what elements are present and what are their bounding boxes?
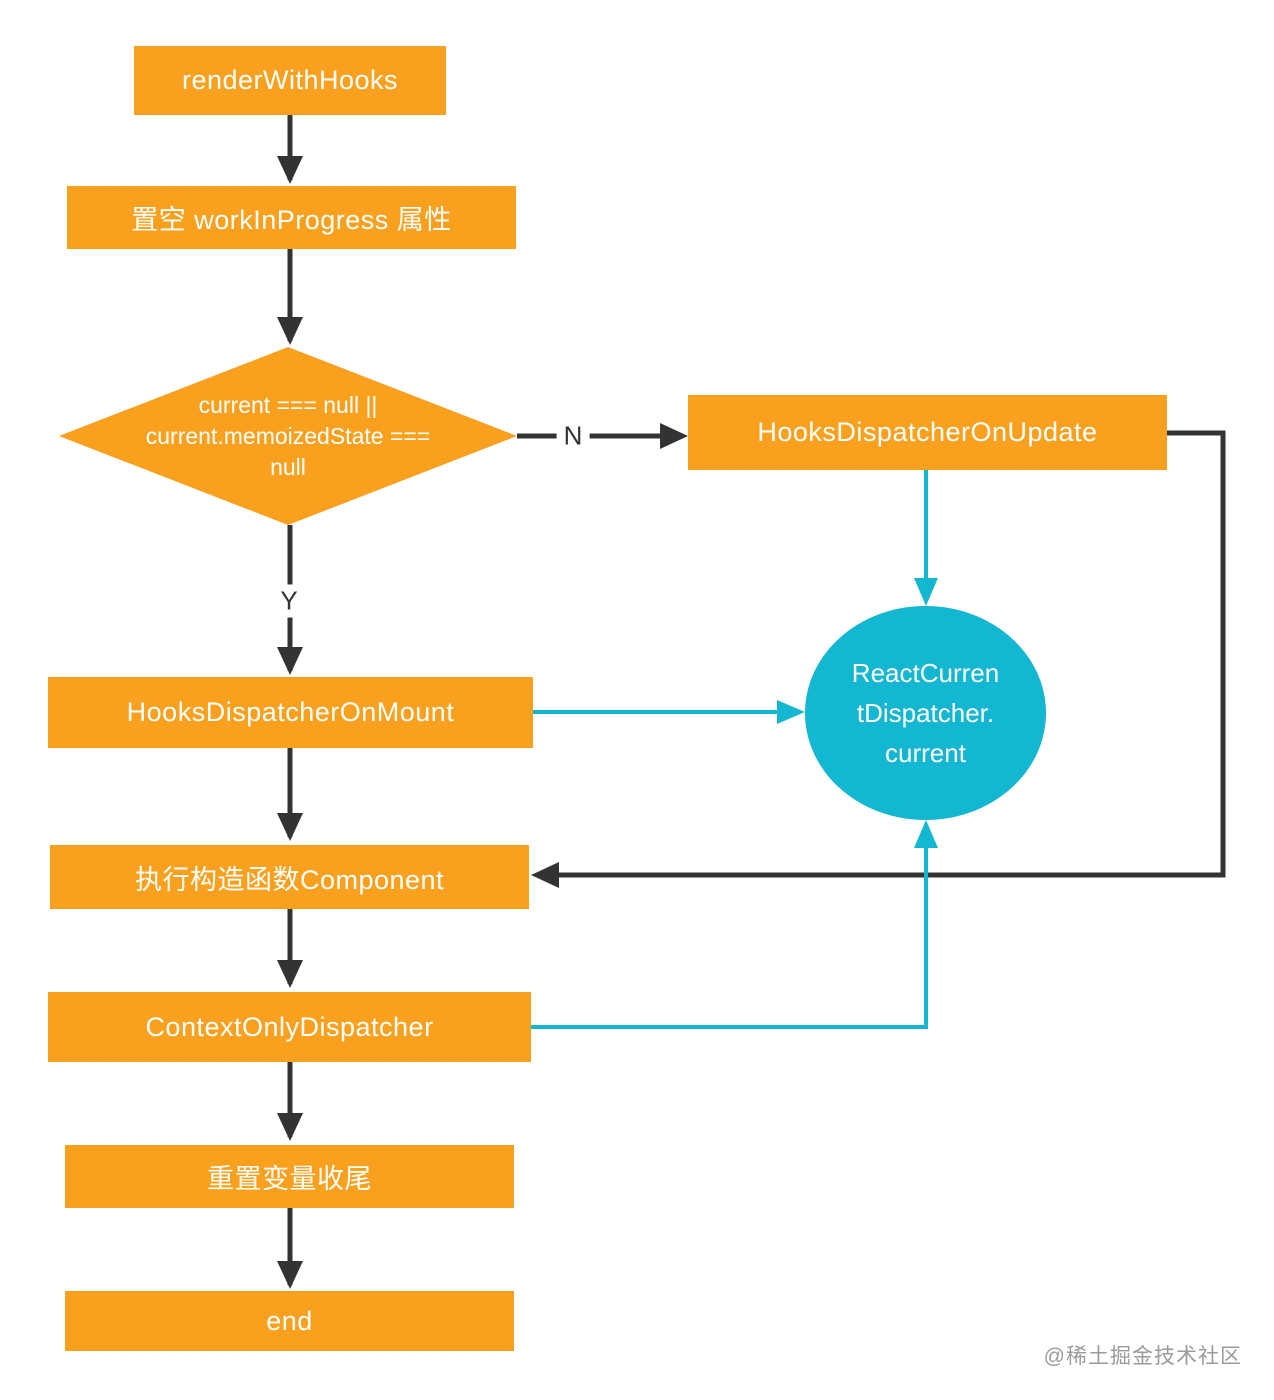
node-reset-variables: 重置变量收尾 xyxy=(65,1145,514,1208)
arrowhead-context-to-dispatcher xyxy=(914,820,938,848)
arrowhead-condition-to-mount xyxy=(277,647,303,675)
arrowhead-start-to-clear xyxy=(277,156,303,184)
edge-update-to-run xyxy=(537,430,1226,878)
node-hooks-dispatcher-on-update: HooksDispatcherOnUpdate xyxy=(688,395,1167,470)
condition-line-1: current === null || xyxy=(198,391,378,418)
node-run-component-label: 执行构造函数Component xyxy=(134,864,445,895)
react-current-dispatcher-line-2: tDispatcher. xyxy=(856,698,995,728)
arrowhead-clear-to-condition xyxy=(277,317,303,345)
node-hooks-dispatcher-on-update-label: HooksDispatcherOnUpdate xyxy=(757,417,1098,447)
condition-line-2: current.memoizedState === xyxy=(145,422,431,449)
node-react-current-dispatcher: ReactCurren tDispatcher. current xyxy=(805,606,1046,820)
node-render-with-hooks: renderWithHooks xyxy=(134,46,446,115)
node-clear-work-in-progress: 置空 workInProgress 属性 xyxy=(67,186,516,249)
arrowhead-context-to-reset xyxy=(277,1113,303,1141)
node-clear-work-in-progress-label: 置空 workInProgress 属性 xyxy=(131,205,452,235)
arrowhead-update-to-dispatcher xyxy=(914,578,938,606)
node-hooks-dispatcher-on-mount: HooksDispatcherOnMount xyxy=(48,677,533,748)
edge-label-yes: Y xyxy=(273,584,305,618)
node-end-label: end xyxy=(266,1305,313,1336)
edge-label-no: N xyxy=(556,419,590,453)
arrowhead-condition-to-update xyxy=(660,423,688,449)
node-render-with-hooks-label: renderWithHooks xyxy=(181,65,399,95)
arrowhead-update-to-run xyxy=(531,862,559,888)
node-end: end xyxy=(65,1291,514,1351)
node-reset-variables-label: 重置变量收尾 xyxy=(207,1164,372,1194)
node-run-component: 执行构造函数Component xyxy=(50,845,529,909)
arrowhead-reset-to-end xyxy=(277,1261,303,1289)
react-current-dispatcher-line-3: current xyxy=(885,738,966,768)
node-context-only-dispatcher-label: ContextOnlyDispatcher xyxy=(145,1011,434,1042)
arrowhead-run-to-context xyxy=(277,960,303,988)
watermark-text: @稀土掘金技术社区 xyxy=(1043,1345,1242,1368)
node-context-only-dispatcher: ContextOnlyDispatcher xyxy=(48,992,531,1062)
node-hooks-dispatcher-on-mount-label: HooksDispatcherOnMount xyxy=(126,697,455,727)
arrowhead-mount-to-run xyxy=(277,813,303,841)
arrowhead-mount-to-dispatcher xyxy=(777,700,805,724)
react-current-dispatcher-line-1: ReactCurren xyxy=(851,658,1000,688)
condition-line-3: null xyxy=(270,453,306,480)
edge-context-to-dispatcher xyxy=(531,828,928,1029)
